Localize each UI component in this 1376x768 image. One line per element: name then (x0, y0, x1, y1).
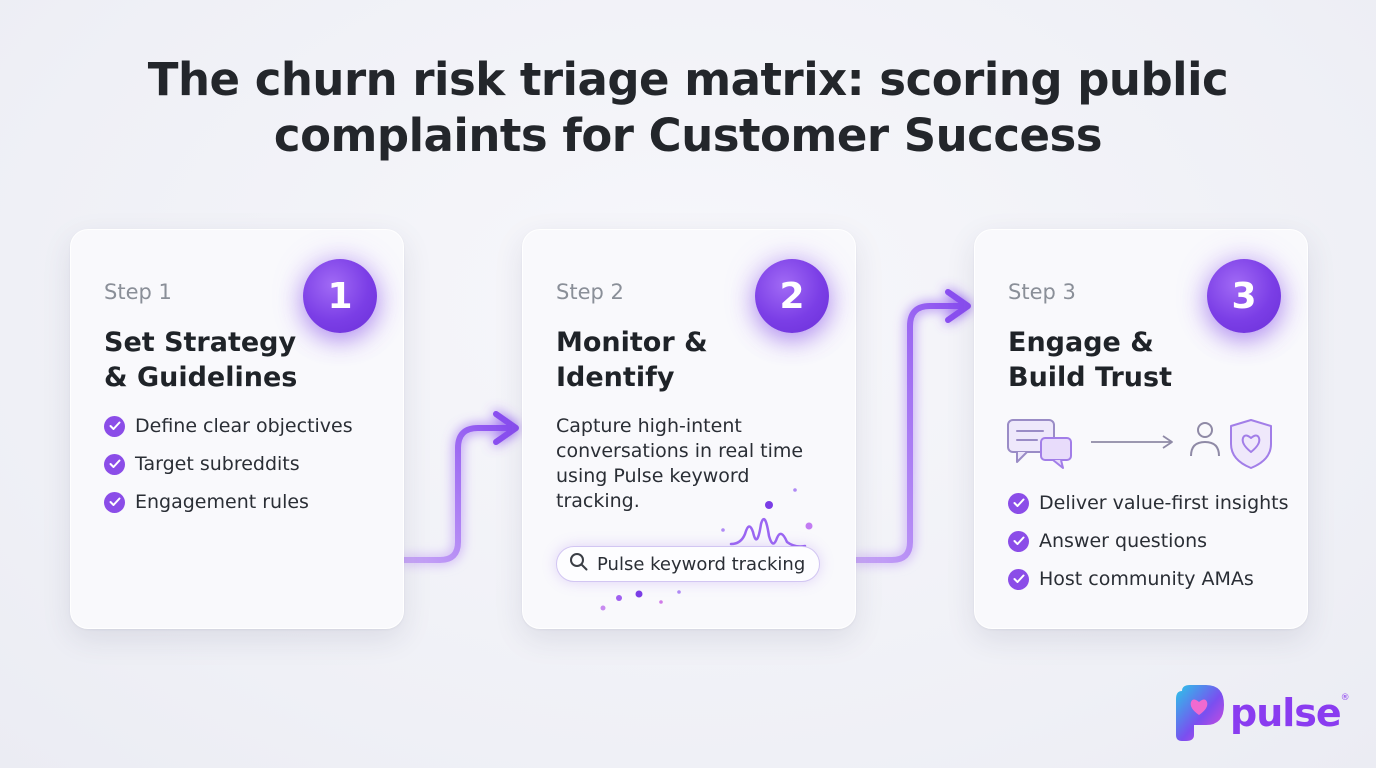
pulse-logo-text: pulse (1230, 691, 1342, 735)
step-2-number-badge: 2 (755, 259, 829, 333)
people-icon (1190, 422, 1220, 457)
title-line-2: complaints for Customer Success (273, 109, 1103, 162)
list-item-label: Deliver value-first insights (1039, 492, 1289, 514)
list-item: Define clear objectives (104, 407, 353, 445)
check-icon (1008, 492, 1029, 514)
list-item: Host community AMAs (1008, 560, 1289, 598)
keyword-tracking-search-pill[interactable]: Pulse keyword tracking (556, 546, 820, 582)
check-icon (104, 491, 125, 513)
check-icon (104, 415, 125, 437)
step-3-number-badge: 3 (1207, 259, 1281, 333)
search-icon (569, 552, 589, 576)
step-3-title-line-2: Build Trust (1008, 362, 1173, 393)
list-item-label: Answer questions (1039, 530, 1208, 552)
heart-shield-icon (1230, 419, 1272, 469)
step-1-label: Step 1 (104, 280, 172, 304)
step-2-title: Monitor & Identify (556, 325, 816, 395)
step-1-number-badge: 1 (303, 259, 377, 333)
step-3-title: Engage & Build Trust (1008, 325, 1268, 395)
engage-illustration (1005, 416, 1285, 476)
chat-bubbles-icon (1007, 419, 1072, 469)
pulse-logo-mark-icon (1176, 685, 1224, 741)
step-1-title-line-2: & Guidelines (104, 362, 298, 393)
step-3-label: Step 3 (1008, 280, 1076, 304)
list-item: Engagement rules (104, 483, 353, 521)
step-3-title-line-1: Engage & (1008, 327, 1154, 358)
title-line-1: The churn risk triage matrix: scoring pu… (147, 53, 1229, 106)
step-3-checklist: Deliver value-first insights Answer ques… (1008, 484, 1289, 598)
list-item: Target subreddits (104, 445, 353, 483)
list-item-label: Engagement rules (135, 491, 309, 513)
list-item: Answer questions (1008, 522, 1289, 560)
list-item-label: Define clear objectives (135, 415, 353, 437)
step-1-checklist: Define clear objectives Target subreddit… (104, 407, 353, 521)
connector-arrow-2 (851, 289, 971, 563)
check-icon (104, 453, 125, 475)
page-title: The churn risk triage matrix: scoring pu… (0, 52, 1376, 164)
step-2-label: Step 2 (556, 280, 624, 304)
connector-arrow-1 (399, 411, 519, 563)
check-icon (1008, 530, 1029, 552)
pulse-logo: pulse ® (1172, 683, 1350, 743)
arrow-right-icon (1091, 435, 1173, 449)
check-icon (1008, 568, 1029, 590)
registered-mark: ® (1340, 693, 1350, 703)
step-2-description: Capture high-intent conversations in rea… (556, 415, 804, 512)
list-item: Deliver value-first insights (1008, 484, 1289, 522)
step-3-card: Step 3 3 Engage & Build Trust (974, 229, 1308, 629)
search-pill-label: Pulse keyword tracking (597, 553, 806, 575)
waveform-sparkle-icon (600, 488, 813, 611)
step-2-title-line-2: Identify (556, 362, 675, 393)
step-1-title-line-1: Set Strategy (104, 327, 297, 358)
step-1-card: Step 1 1 Set Strategy & Guidelines Defin… (70, 229, 404, 629)
list-item-label: Host community AMAs (1039, 568, 1254, 590)
list-item-label: Target subreddits (135, 453, 300, 475)
step-2-title-line-1: Monitor & (556, 327, 708, 358)
step-2-card: Step 2 2 Monitor & Identify Capture high… (522, 229, 856, 629)
step-1-title: Set Strategy & Guidelines (104, 325, 364, 395)
